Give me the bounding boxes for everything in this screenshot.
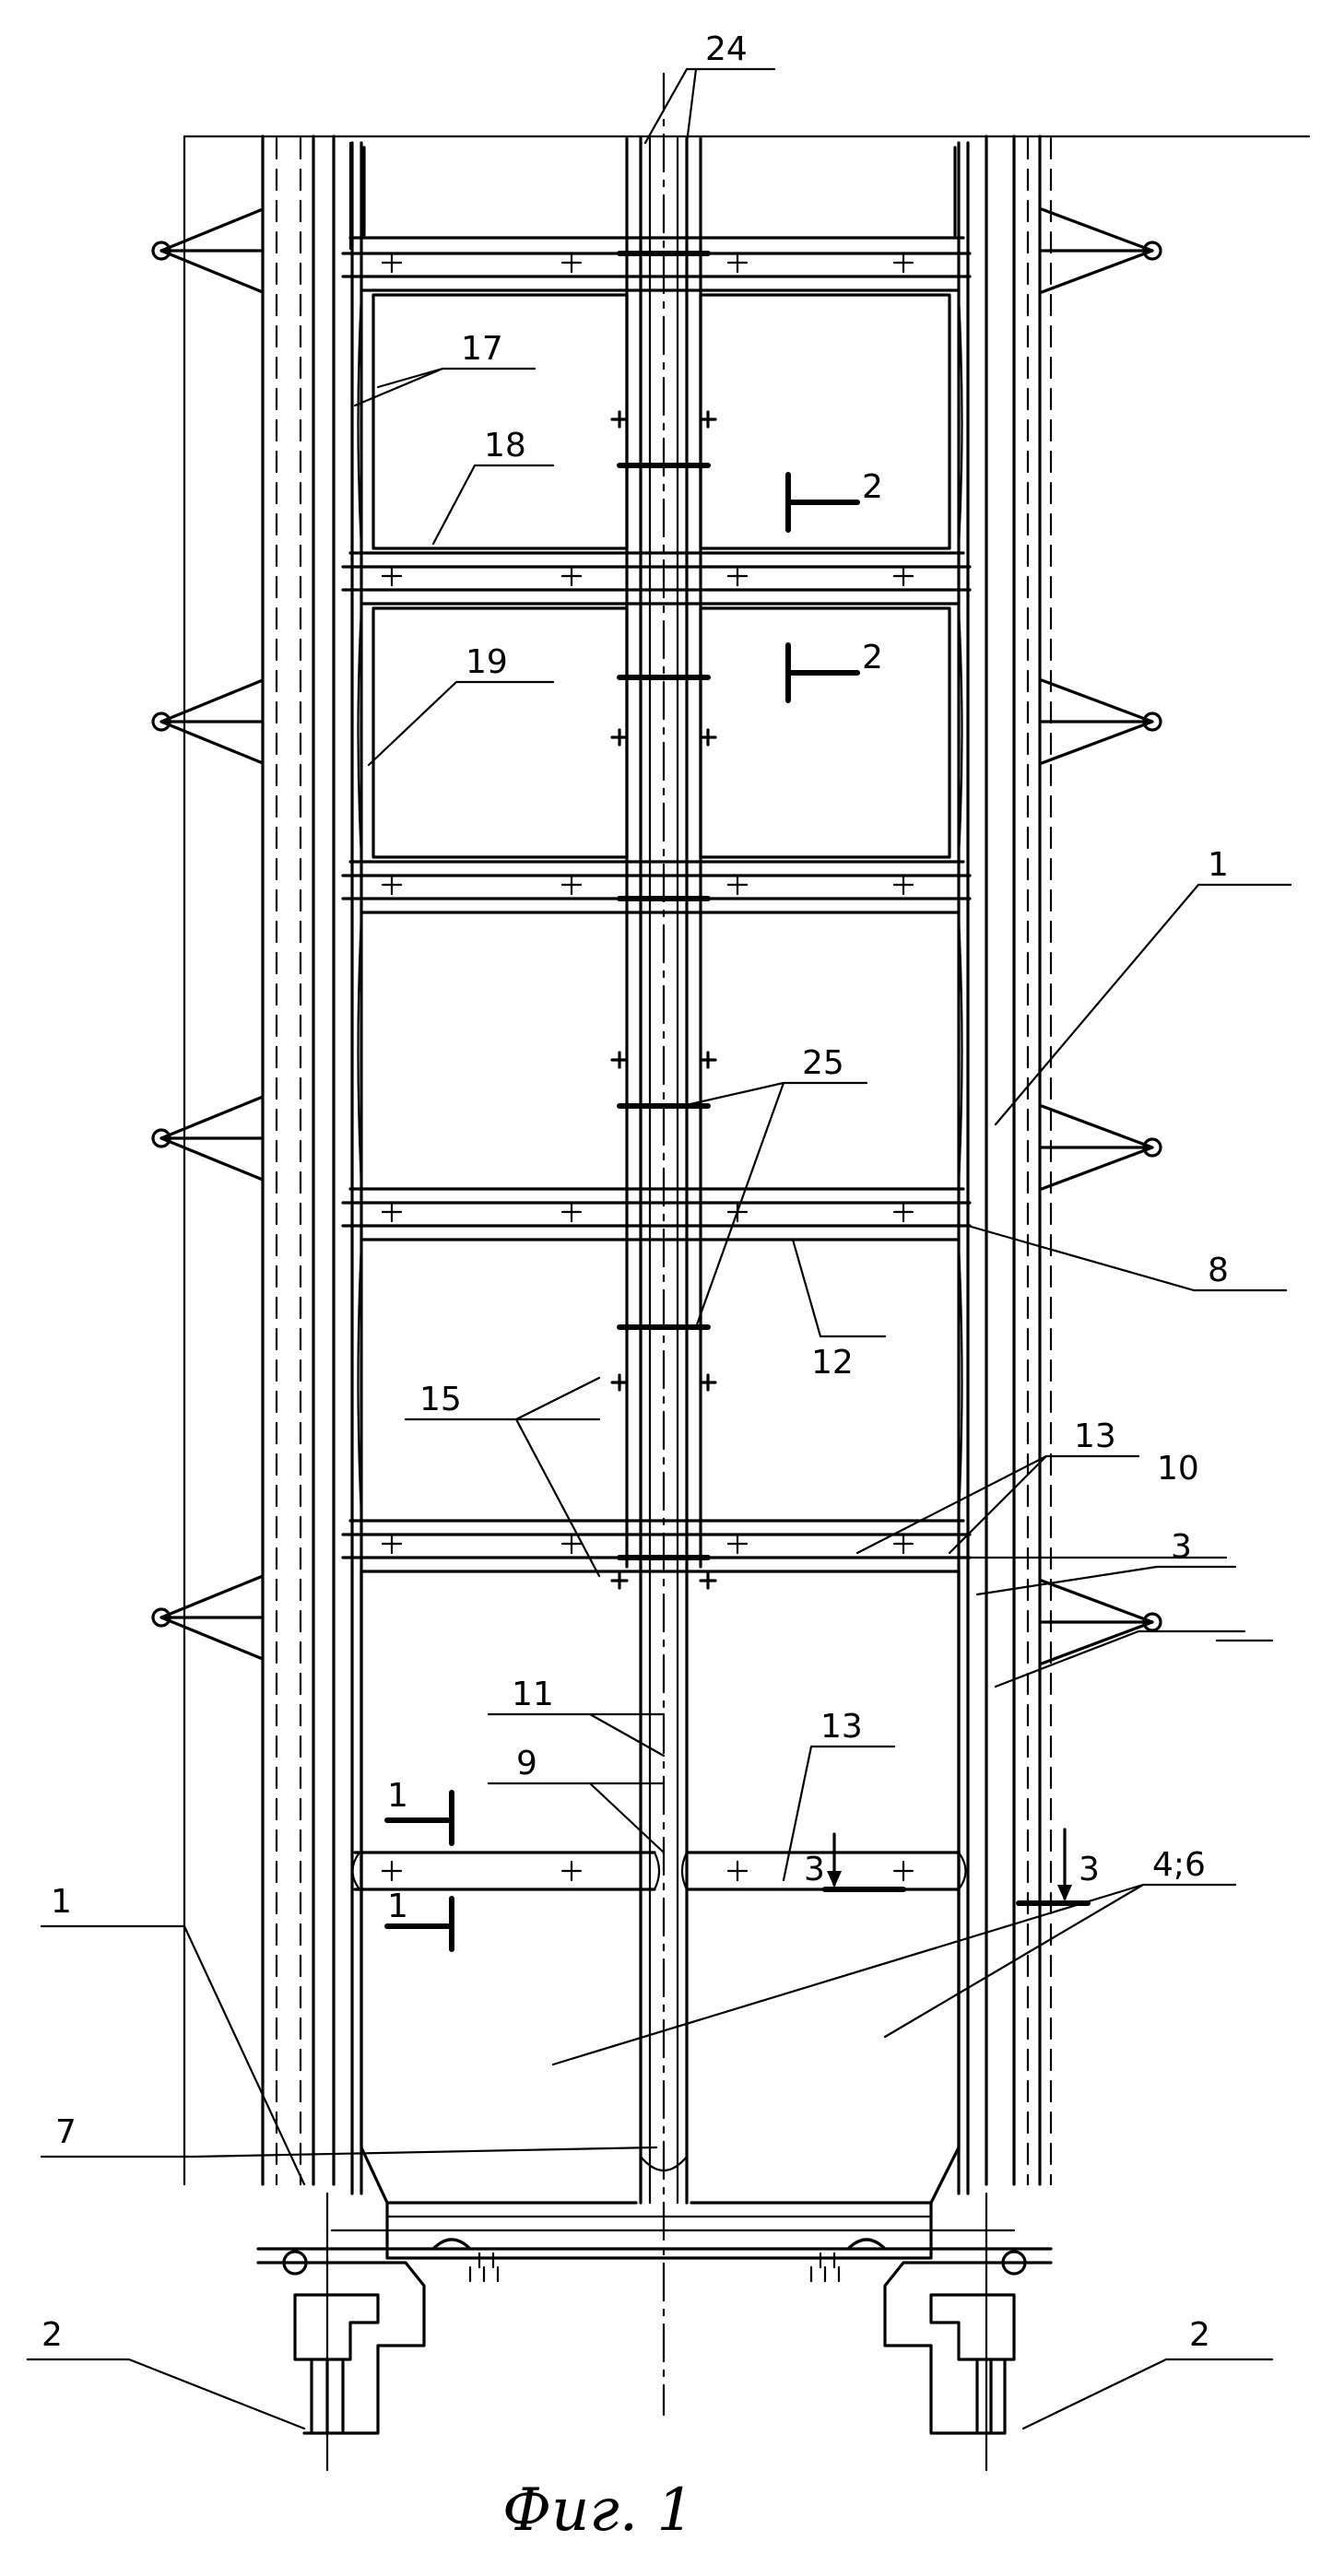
callout-15: 15 — [419, 1381, 462, 1418]
section-2-lower: 2 — [862, 639, 883, 676]
leader-lines — [28, 69, 1291, 2429]
left-brackets — [153, 209, 263, 1659]
callout-9: 9 — [516, 1745, 537, 1782]
callout-18: 18 — [484, 427, 526, 465]
callout-8: 8 — [1208, 1252, 1229, 1289]
callout-2-right: 2 — [1189, 2316, 1210, 2354]
callout-7: 7 — [55, 2113, 77, 2151]
central-mast — [627, 74, 701, 2415]
panel-frames — [359, 147, 962, 1516]
callout-25: 25 — [802, 1044, 844, 1082]
callout-1-left: 1 — [51, 1883, 72, 1921]
left-column — [263, 136, 334, 2184]
callout-19: 19 — [466, 643, 508, 681]
callout-3-right: 3 — [1171, 1528, 1192, 1566]
callout-12: 12 — [811, 1344, 854, 1382]
section-1-upper: 1 — [387, 1777, 408, 1815]
section-3-right: 3 — [1079, 1851, 1100, 1888]
callout-13-low: 13 — [820, 1708, 863, 1746]
callout-13-top: 13 — [1074, 1417, 1116, 1455]
frame-posts — [350, 143, 968, 2194]
callout-17: 17 — [461, 330, 503, 368]
callout-2-left: 2 — [41, 2316, 63, 2354]
section-3-left: 3 — [804, 1851, 825, 1888]
figure-caption: Фиг. 1 — [502, 2476, 694, 2545]
callout-1-right: 1 — [1208, 846, 1229, 884]
section-2-upper: 2 — [862, 468, 883, 506]
callout-10: 10 — [1157, 1450, 1199, 1488]
callout-4-6: 4;6 — [1152, 1846, 1206, 1884]
lower-body — [332, 1571, 1014, 2258]
right-column — [986, 136, 1051, 2184]
section-1-lower: 1 — [387, 1888, 408, 1925]
callout-24: 24 — [705, 30, 748, 68]
callout-11: 11 — [512, 1676, 554, 1713]
